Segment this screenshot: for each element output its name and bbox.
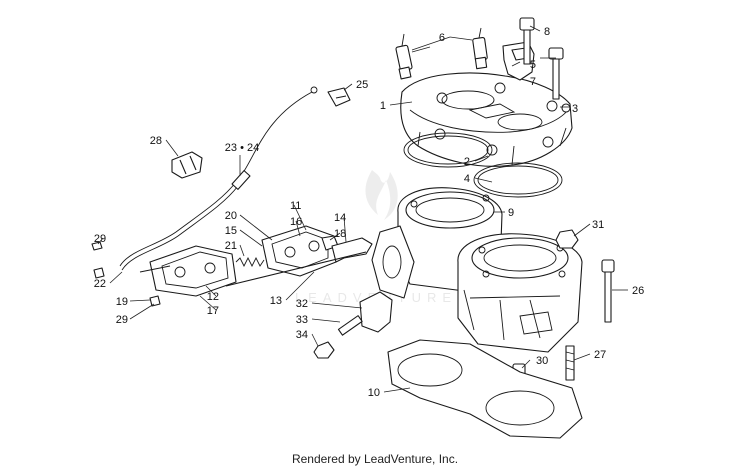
small-screws bbox=[91, 241, 171, 307]
flange-studs bbox=[313, 315, 363, 359]
reed-cage-left bbox=[149, 245, 237, 297]
callout-26: 26 bbox=[632, 285, 644, 297]
leader-lines bbox=[97, 25, 628, 393]
throttle-bracket bbox=[331, 237, 373, 263]
washer bbox=[561, 103, 571, 113]
callout-1: 1 bbox=[380, 100, 386, 112]
cylinder-nut bbox=[555, 229, 579, 249]
callout-33: 33 bbox=[296, 314, 308, 326]
callout-12: 12 bbox=[207, 291, 219, 303]
callout-34: 34 bbox=[296, 329, 308, 341]
head-orings bbox=[403, 132, 563, 198]
callout-21: 21 bbox=[225, 240, 237, 252]
head-bolts bbox=[519, 17, 564, 100]
callout-5: 5 bbox=[530, 59, 536, 71]
callout-23-24: 23 • 24 bbox=[225, 142, 259, 154]
throttle-cable bbox=[119, 86, 318, 271]
cable-grommet bbox=[171, 151, 203, 179]
callout-numbers: 1 2 3 4 5 6 7 8 9 10 11 12 13 14 15 16 1… bbox=[94, 26, 645, 399]
callout-27: 27 bbox=[594, 349, 606, 361]
callout-29-bottom: 29 bbox=[116, 314, 128, 326]
callout-17: 17 bbox=[207, 305, 219, 317]
spring bbox=[235, 256, 265, 268]
callout-22: 22 bbox=[94, 278, 106, 290]
exhaust-gasket bbox=[359, 291, 393, 333]
callout-15: 15 bbox=[225, 225, 237, 237]
callout-13: 13 bbox=[270, 295, 282, 307]
callout-29-top: 29 bbox=[94, 233, 106, 245]
callout-6: 6 bbox=[439, 32, 445, 44]
callout-19: 19 bbox=[116, 296, 128, 308]
callout-28: 28 bbox=[150, 135, 162, 147]
callout-7: 7 bbox=[530, 76, 536, 88]
cylinders bbox=[371, 187, 583, 353]
callout-8: 8 bbox=[544, 26, 550, 38]
connecting-rod bbox=[225, 251, 367, 287]
callout-31: 31 bbox=[592, 219, 604, 231]
callout-16: 16 bbox=[290, 216, 302, 228]
callout-11: 11 bbox=[290, 200, 301, 212]
callout-32: 32 bbox=[296, 298, 308, 310]
callout-4: 4 bbox=[464, 173, 470, 185]
cylinder-head bbox=[400, 72, 573, 167]
render-credit: Rendered by LeadVenture, Inc. bbox=[291, 452, 459, 466]
base-gasket bbox=[387, 339, 583, 439]
cylinder-bolts bbox=[565, 259, 615, 381]
callout-25: 25 bbox=[356, 79, 368, 91]
callout-2: 2 bbox=[464, 156, 470, 168]
cable-clip bbox=[327, 87, 351, 107]
callout-14: 14 bbox=[334, 212, 346, 224]
callout-10: 10 bbox=[368, 387, 380, 399]
callout-30: 30 bbox=[536, 355, 548, 367]
callout-9: 9 bbox=[508, 207, 514, 219]
callout-3: 3 bbox=[572, 103, 578, 115]
spark-plugs bbox=[395, 27, 488, 80]
callout-20: 20 bbox=[225, 210, 237, 222]
callout-18: 18 bbox=[334, 228, 346, 240]
